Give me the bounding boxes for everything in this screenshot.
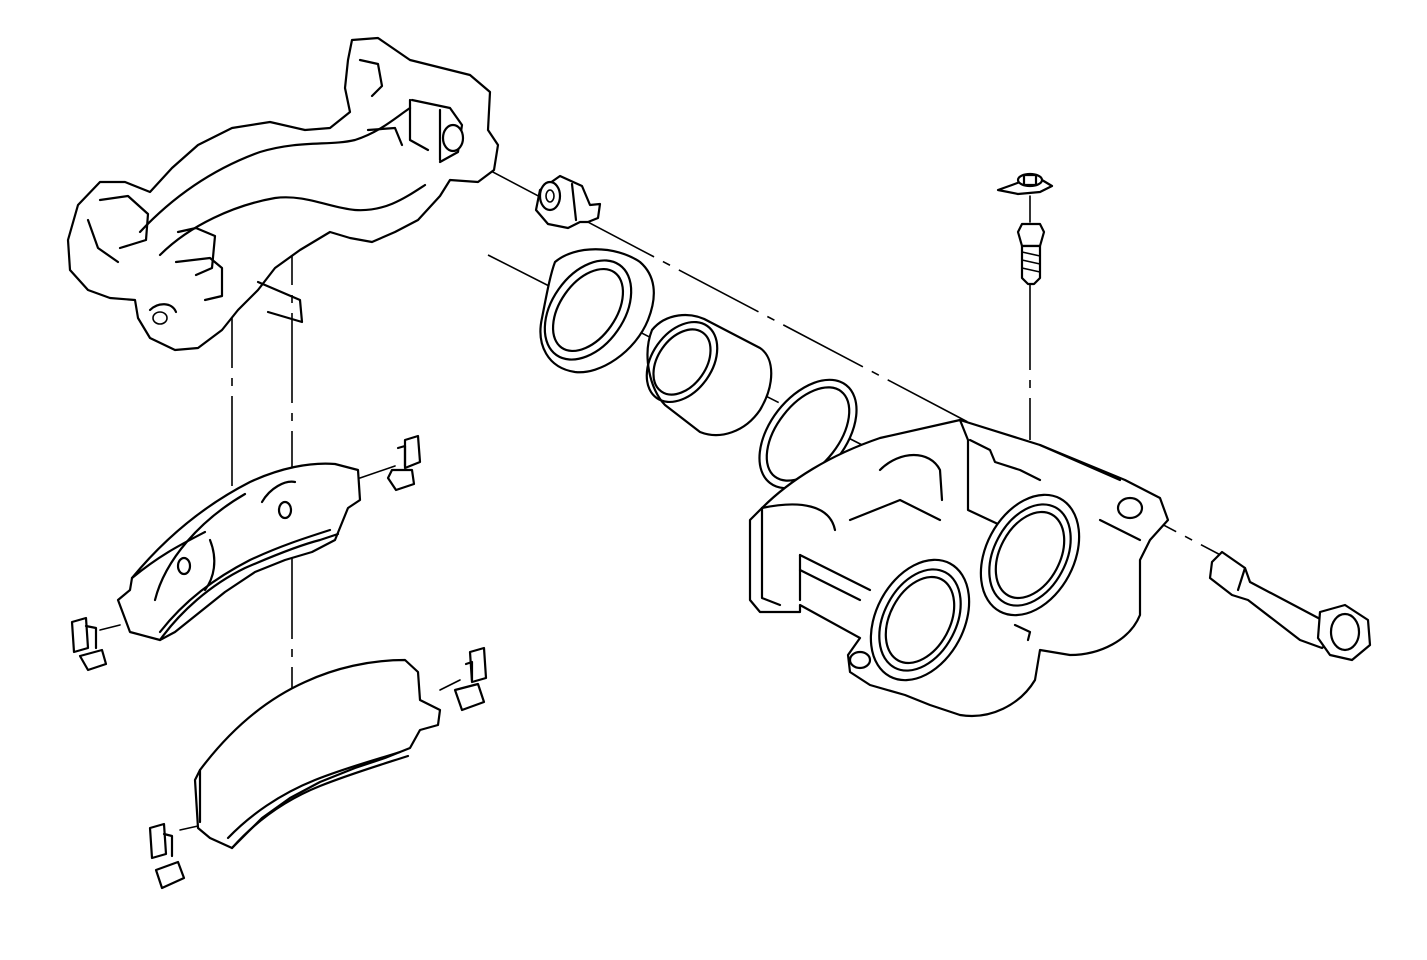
clip-2 [70, 616, 108, 672]
caliper-housing [748, 418, 1170, 718]
pad-retainer-clips [70, 434, 488, 890]
outboard-brake-pad [193, 658, 442, 850]
clip-4 [148, 822, 186, 890]
clip-leader-line-3 [439, 679, 461, 691]
caliper-mounting-bolt [1208, 550, 1372, 662]
clip-1 [386, 434, 422, 492]
bleeder-valve [534, 174, 602, 230]
clip-leader-line-2 [99, 624, 121, 631]
caliper-piston [645, 314, 773, 437]
clip-leader-line-4 [179, 825, 199, 831]
clip-leader-line-1 [359, 465, 396, 479]
piston-dust-boot [539, 248, 655, 374]
caliper-mounting-bracket [66, 36, 500, 352]
brake-hose-fitting-bolt [996, 172, 1054, 286]
inboard-brake-pad [116, 462, 362, 642]
clip-3 [453, 646, 488, 712]
